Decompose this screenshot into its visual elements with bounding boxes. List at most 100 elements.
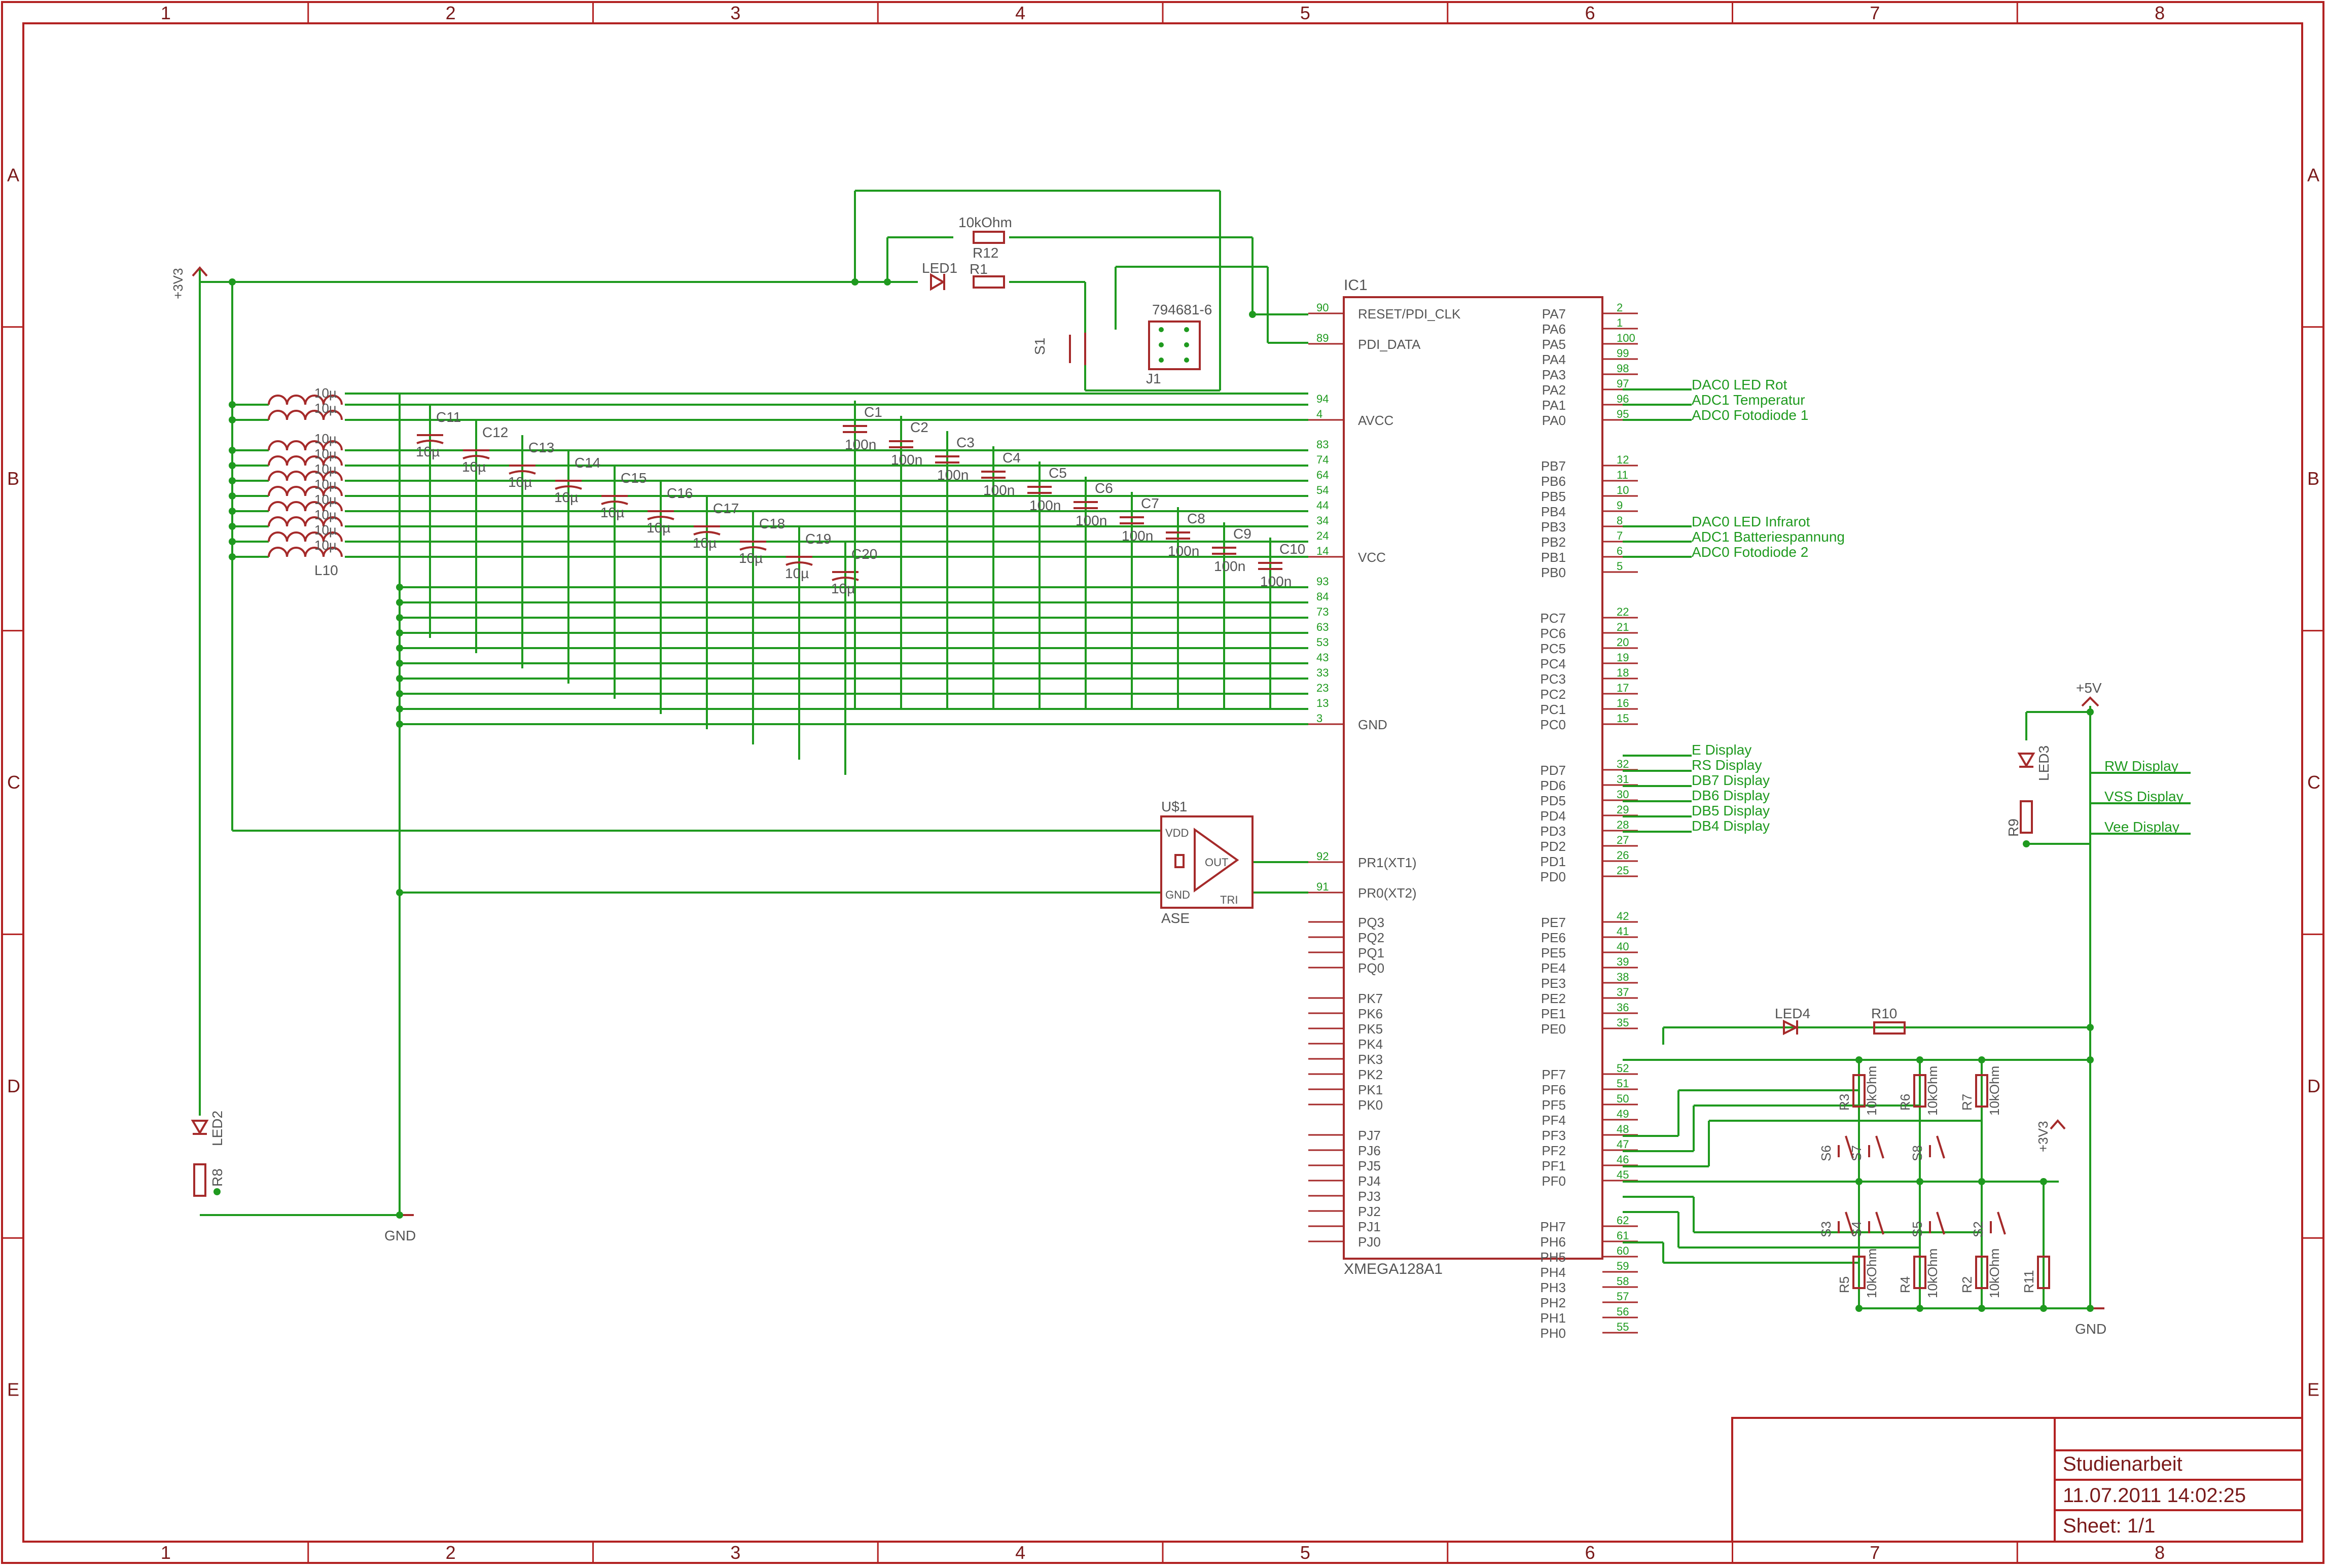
net-vee-display: Vee Display <box>2104 819 2179 835</box>
ic1-pin-number: 13 <box>1316 697 1329 709</box>
led4-ref: LED4 <box>1775 1006 1810 1021</box>
ic1-pin-label: PJ6 <box>1358 1143 1381 1158</box>
osc-gnd: GND <box>1165 888 1190 901</box>
ic1-pin-label: PE2 <box>1541 991 1566 1006</box>
junctions <box>213 278 2094 1312</box>
inductor-value: 10µ <box>314 492 337 507</box>
inductor-last-ref: L10 <box>314 562 338 578</box>
ic1-pin-label: PB2 <box>1541 534 1566 550</box>
cap-ref: C3 <box>956 435 975 450</box>
ic1-pin-label: PJ7 <box>1358 1128 1381 1143</box>
column-label: 3 <box>730 1542 740 1563</box>
r1-resistor: R1 <box>970 261 1005 289</box>
ic1-pin-number: 11 <box>1617 469 1628 481</box>
ic1-pin-label: PD4 <box>1540 808 1566 824</box>
ic1-pin-label: PJ3 <box>1358 1189 1381 1204</box>
ic1-pin-label: PC4 <box>1540 656 1566 671</box>
ic1-pin-number: 24 <box>1316 529 1329 542</box>
resistor-value: 10kOhm <box>1925 1249 1940 1298</box>
ic1-pin-label: PD1 <box>1540 854 1566 869</box>
column-label: 1 <box>161 3 171 23</box>
ic1-pin-number: 21 <box>1617 621 1629 633</box>
ic1-pin-number: 28 <box>1617 818 1629 831</box>
ic1-pin-label: PE1 <box>1541 1006 1566 1021</box>
cap-value: 100n <box>1260 574 1292 589</box>
cap-ref: C1 <box>864 404 882 420</box>
ic1-pin-number: 62 <box>1617 1214 1629 1227</box>
ic1-pin-label: PB6 <box>1541 474 1566 489</box>
ic1-pin-number: 41 <box>1617 925 1629 938</box>
cap-value: 100n <box>1214 558 1245 574</box>
ic1-pin-label: VCC <box>1358 550 1386 565</box>
inductor-value: 10µ <box>314 431 337 446</box>
ic1-pin-number: 74 <box>1316 453 1329 466</box>
cap-value: 10µ <box>600 505 624 520</box>
column-label: 7 <box>1870 1542 1880 1563</box>
ic1-pin-number: 12 <box>1617 453 1629 466</box>
ic1-pin-label: PF0 <box>1542 1173 1566 1189</box>
ic1-pin-label: PH1 <box>1540 1310 1566 1326</box>
row-label: A <box>2307 164 2319 185</box>
supply-5v-label: +5V <box>2076 680 2102 696</box>
ic1-pin-number: 10 <box>1617 484 1629 496</box>
switch-ref: S5 <box>1910 1221 1925 1237</box>
ic1-pin-label: PC3 <box>1540 671 1566 687</box>
cap-value: 100n <box>1076 513 1107 528</box>
cap-value: 10µ <box>739 550 763 566</box>
ic1-pin-number: 91 <box>1316 880 1329 893</box>
osc-out: OUT <box>1205 856 1228 869</box>
ic1-pin-number: 14 <box>1316 545 1329 557</box>
ic1-pin-label: PF3 <box>1542 1128 1566 1143</box>
inductor-value: 10µ <box>314 538 337 553</box>
switch-ref: S3 <box>1818 1221 1834 1237</box>
led4-and-r10: LED4 R10 <box>1775 1006 1906 1036</box>
cap-value: 10µ <box>554 489 578 505</box>
ic1-pin-label: PA0 <box>1542 413 1566 428</box>
led3-ref: LED3 <box>2036 745 2052 781</box>
ic1-pin-number: 17 <box>1617 682 1629 694</box>
inductor <box>268 486 343 496</box>
r12-value: 10kOhm <box>958 215 1012 230</box>
inductor <box>268 547 343 557</box>
ic1-pin-label: PC1 <box>1540 702 1566 717</box>
ic1-pin-number: 34 <box>1316 514 1329 527</box>
ic1-pin-number: 56 <box>1617 1305 1629 1318</box>
cap-value: 100n <box>1029 497 1061 513</box>
switch-ref: S8 <box>1910 1145 1925 1161</box>
inductor <box>268 516 343 527</box>
wires <box>199 190 2091 1309</box>
ic1-pin-number: 58 <box>1617 1275 1629 1288</box>
ic1-pin-number: 51 <box>1617 1077 1629 1090</box>
ic1-pin-number: 90 <box>1316 301 1329 314</box>
resistor-ref: R2 <box>1959 1276 1975 1293</box>
ic1-pin-label: PJ1 <box>1358 1219 1381 1234</box>
ic1-pin-number: 97 <box>1617 377 1629 390</box>
ic1-pin-number: 9 <box>1617 499 1623 512</box>
ic1-pin-number: 30 <box>1617 788 1629 801</box>
ic1-pin-number: 64 <box>1316 469 1329 481</box>
ic1-pin-label: PD6 <box>1540 778 1566 793</box>
net-dac0-led-infrarot: DAC0 LED Infrarot <box>1692 514 1810 529</box>
ic1-pin-number: 5 <box>1617 560 1623 573</box>
led1: LED1 <box>922 260 957 291</box>
net-adc1-batteriespannung: ADC1 Batteriespannung <box>1692 529 1845 545</box>
ic1-pin-label: PE4 <box>1541 960 1566 976</box>
ic1-pin-number: 96 <box>1617 393 1629 405</box>
column-label: 8 <box>2155 3 2165 23</box>
s1-ref: S1 <box>1032 338 1048 355</box>
ic1-pin-label: PD0 <box>1540 869 1566 884</box>
column-label: 3 <box>730 3 740 23</box>
cap-ref: C18 <box>759 516 785 531</box>
cap-value: 10µ <box>831 581 855 596</box>
ic1-pin-label: PE6 <box>1541 930 1566 945</box>
inductor-value: 10µ <box>314 401 337 416</box>
cap-ref: C12 <box>482 424 508 440</box>
ic1-pin-number: 25 <box>1617 864 1629 877</box>
supply-3v3-right: +3V3 <box>2035 1119 2066 1152</box>
ic1-pin-label: PA2 <box>1542 382 1566 398</box>
resistor-ref: R11 <box>2021 1270 2036 1293</box>
ic1-pin-number: 61 <box>1617 1229 1629 1242</box>
